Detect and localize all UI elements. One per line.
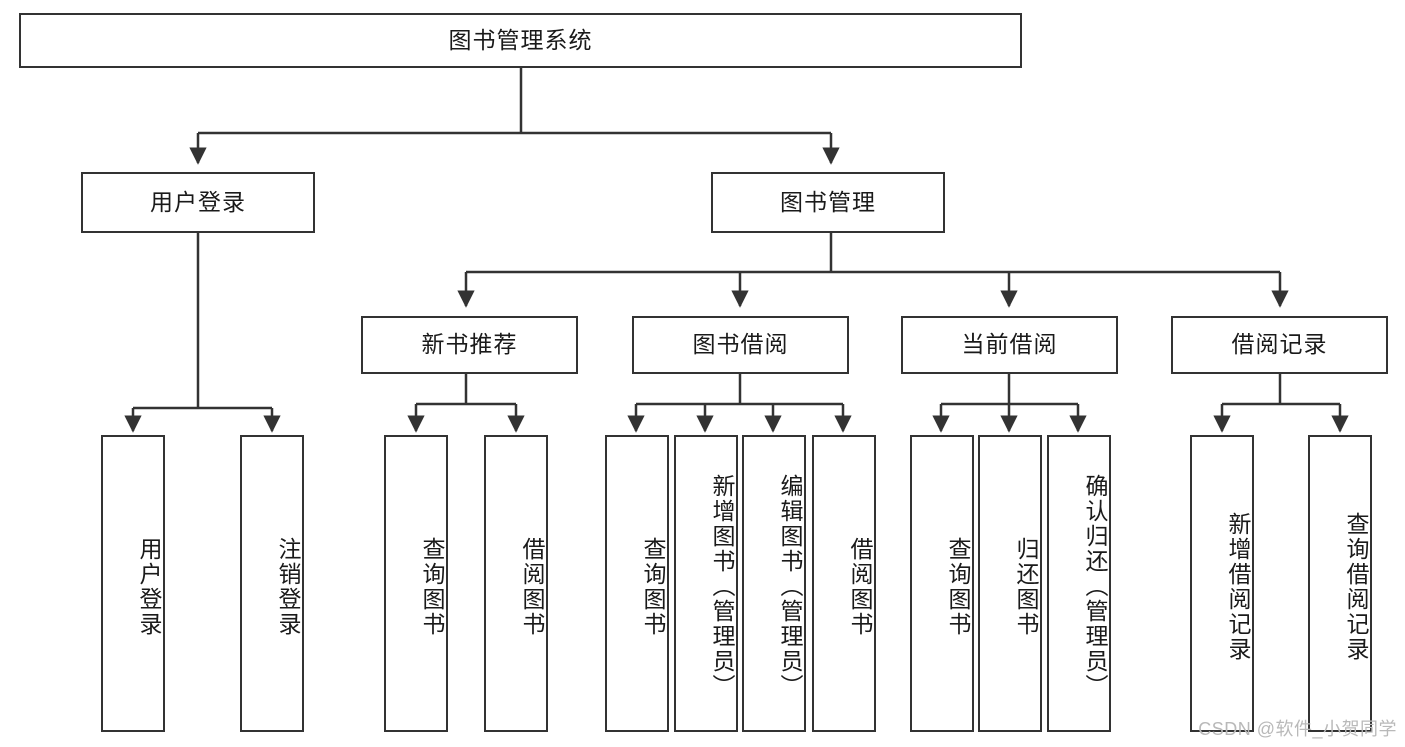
leaf-label: 注销登录	[275, 536, 301, 637]
leaf-label: 借阅图书	[847, 536, 873, 637]
leaf-user-login-logout[interactable]: 注销登录	[240, 435, 304, 732]
leaf-label: 查询图书	[419, 536, 445, 637]
leaf-new-book-query[interactable]: 查询图书	[384, 435, 448, 732]
leaf-label: 确认归还（管理员）	[1082, 474, 1108, 699]
node-root[interactable]: 图书管理系统	[19, 13, 1022, 68]
leaf-book-borrow-query[interactable]: 查询图书	[605, 435, 669, 732]
leaf-book-borrow-add[interactable]: 新增图书（管理员）	[674, 435, 738, 732]
leaf-current-borrow-query[interactable]: 查询图书	[910, 435, 974, 732]
leaf-borrow-record-query[interactable]: 查询借阅记录	[1308, 435, 1372, 732]
leaf-book-borrow-edit[interactable]: 编辑图书（管理员）	[742, 435, 806, 732]
leaf-label: 归还图书	[1013, 536, 1039, 637]
leaf-current-borrow-return[interactable]: 归还图书	[978, 435, 1042, 732]
leaf-current-borrow-confirm-return[interactable]: 确认归还（管理员）	[1047, 435, 1111, 732]
node-current-borrow[interactable]: 当前借阅	[901, 316, 1118, 374]
leaf-label: 查询图书	[640, 536, 666, 637]
node-book-management[interactable]: 图书管理	[711, 172, 945, 233]
node-new-book-recommend[interactable]: 新书推荐	[361, 316, 578, 374]
leaf-book-borrow-borrow[interactable]: 借阅图书	[812, 435, 876, 732]
leaf-label: 查询图书	[945, 536, 971, 637]
leaf-label: 用户登录	[136, 536, 162, 637]
leaf-label: 编辑图书（管理员）	[777, 474, 803, 699]
leaf-label: 新增借阅记录	[1225, 511, 1251, 662]
leaf-borrow-record-add[interactable]: 新增借阅记录	[1190, 435, 1254, 732]
leaf-label: 新增图书（管理员）	[709, 474, 735, 699]
watermark: CSDN @软件_小贺同学	[1198, 719, 1397, 739]
leaf-user-login-login[interactable]: 用户登录	[101, 435, 165, 732]
node-book-borrow[interactable]: 图书借阅	[632, 316, 849, 374]
node-borrow-record[interactable]: 借阅记录	[1171, 316, 1388, 374]
leaf-label: 查询借阅记录	[1343, 511, 1369, 662]
leaf-label: 借阅图书	[519, 536, 545, 637]
leaf-new-book-borrow[interactable]: 借阅图书	[484, 435, 548, 732]
node-user-login[interactable]: 用户登录	[81, 172, 315, 233]
